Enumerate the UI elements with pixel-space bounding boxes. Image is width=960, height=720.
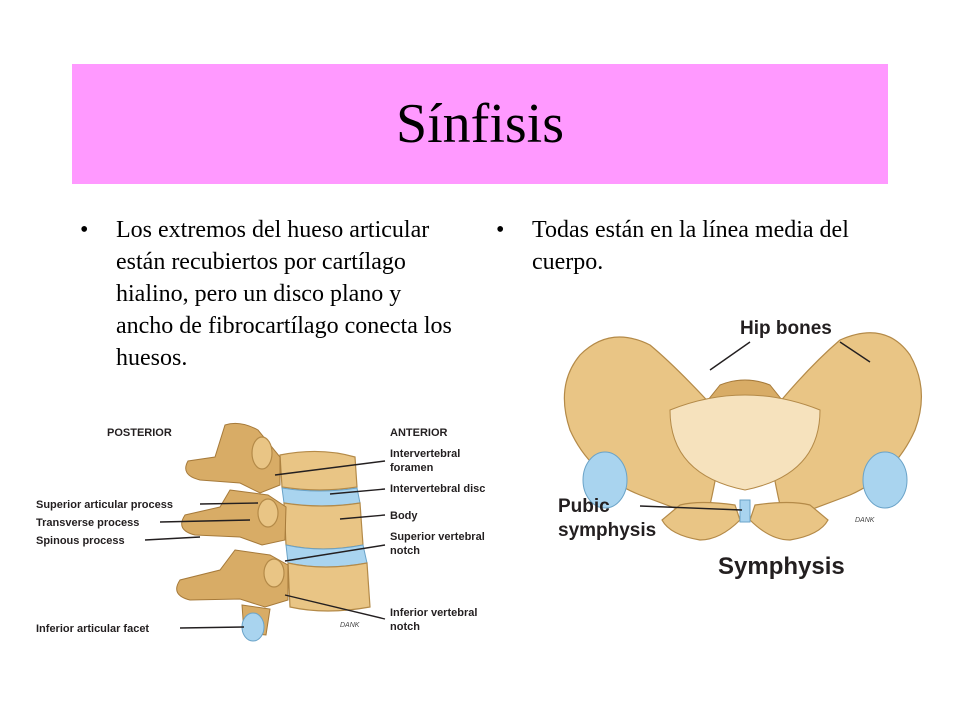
pelvis-drawing [563, 332, 923, 541]
bullet-icon: • [496, 217, 505, 243]
pubic-symphysis-label-2: symphysis [558, 520, 656, 541]
superior-articular-process-label: Superior articular process [36, 499, 173, 511]
inferior-articular-facet-label: Inferior articular facet [36, 623, 149, 635]
intervertebral-disc-label: Intervertebral disc [390, 483, 485, 495]
spine-signature: DANK [340, 622, 360, 629]
intervertebral-foramen-label-1: Intervertebral [390, 448, 460, 460]
vertebrae-drawing [176, 422, 371, 642]
inferior-vertebral-notch-label-1: Inferior vertebral [390, 607, 477, 619]
body-label: Body [390, 510, 418, 522]
title-band: Sínfisis [72, 64, 888, 184]
vertebral-column-illustration: POSTERIOR ANTERIOR Superior articular pr… [36, 422, 485, 642]
right-column: • Todas están en la línea media del cuer… [496, 214, 876, 278]
superior-vertebral-notch-label-2: notch [390, 545, 420, 557]
bullet-icon: • [80, 217, 89, 243]
inferior-vertebral-notch-label-2: notch [390, 621, 420, 633]
slide-title: Sínfisis [395, 93, 565, 155]
superior-vertebral-notch-label-1: Superior vertebral [390, 531, 485, 543]
intervertebral-foramen-label-2: foramen [390, 462, 434, 474]
right-bullet-item: • Todas están en la línea media del cuer… [496, 214, 876, 278]
posterior-label: POSTERIOR [107, 427, 172, 439]
pelvis-illustration: Hip bones Pubic symphysis Symphysis DANK [558, 318, 923, 580]
pelvis-signature: DANK [855, 517, 875, 524]
left-bullet-item: • Los extremos del hueso articular están… [80, 214, 460, 374]
pubic-symphysis-label-1: Pubic [558, 496, 610, 517]
spine-leader-lines [144, 460, 386, 629]
hip-bones-label: Hip bones [740, 318, 832, 339]
right-bullet-text: Todas están en la línea media del cuerpo… [532, 217, 849, 275]
symphysis-caption: Symphysis [718, 553, 845, 580]
left-column: • Los extremos del hueso articular están… [80, 214, 460, 374]
left-bullet-text: Los extremos del hueso articular están r… [116, 217, 452, 371]
spinous-process-label: Spinous process [36, 535, 125, 547]
pelvis-leader-lines [639, 341, 871, 511]
anterior-label: ANTERIOR [390, 427, 448, 439]
transverse-process-label: Transverse process [36, 517, 139, 529]
